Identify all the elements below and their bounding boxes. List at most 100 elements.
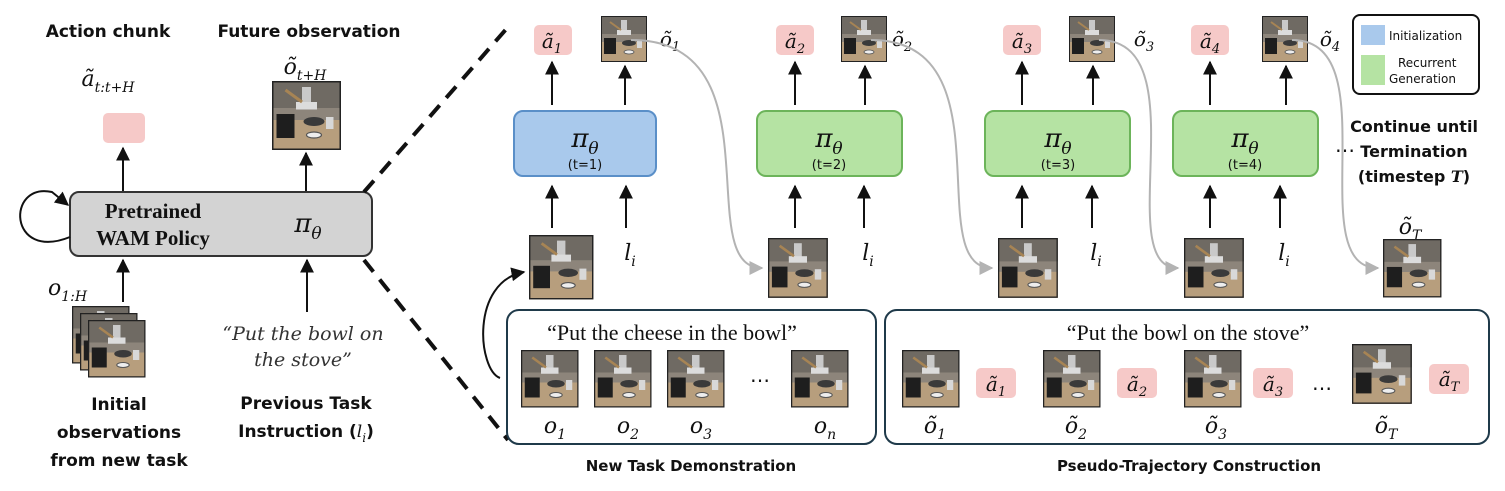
pseudo-obs-label-1: õ1 <box>924 414 946 443</box>
action-chunk-title: Action chunk <box>46 22 171 42</box>
step-4-input-image <box>1182 236 1246 300</box>
step-4-predicted-image <box>1261 15 1309 63</box>
legend-recurrent-line2: Generation <box>1389 72 1456 86</box>
step-1-policy-symbol: πθ <box>570 124 598 159</box>
action-chunk-chip <box>103 113 145 143</box>
step-1-input-image <box>527 233 595 301</box>
pseudo-action-label-1: ã1 <box>986 372 1006 400</box>
step-3-policy-symbol: πθ <box>1043 124 1071 159</box>
step-1-policy-box <box>513 110 657 177</box>
policy-symbol: πθ <box>293 209 321 244</box>
pseudo-frame-3 <box>1182 348 1243 409</box>
policy-name-line2: WAM Policy <box>96 226 210 250</box>
step-2-policy-symbol: πθ <box>814 124 842 159</box>
step-4-predicted-label: õ4 <box>1320 27 1340 55</box>
initial-obs-caption-line3: from new task <box>50 451 188 471</box>
pseudo-trajectory-panel: “Put the bowl on the stove” ã1 õ1 ã2 õ2 … <box>884 309 1490 475</box>
step-2-policy-box <box>756 110 903 177</box>
demo-instruction: “Put the cheese in the bowl” <box>547 320 797 345</box>
termination-note: Continue until Termination (timestep T) … <box>1350 117 1478 299</box>
step-1-action-chip <box>534 25 572 55</box>
continue-line2: Termination <box>1360 142 1467 161</box>
pseudo-action-chip-T <box>1429 364 1469 394</box>
step-4-policy-box <box>1172 110 1319 177</box>
demo-dots: … <box>750 363 770 387</box>
legend-initialization-swatch <box>1361 25 1385 45</box>
future-observation-image <box>270 79 343 152</box>
step-3: ã3 õ3 πθ (t=3) li <box>984 15 1154 300</box>
step-3-action-label: ã3 <box>1012 29 1032 57</box>
step-3-predicted-label: õ3 <box>1134 27 1154 55</box>
demo-frame-n-label: on <box>814 414 836 443</box>
step-1-predicted-image <box>600 15 648 63</box>
demo-frame-2 <box>592 348 653 409</box>
step-4-timestep: (t=4) <box>1228 158 1262 173</box>
step-4-policy-symbol: πθ <box>1230 124 1258 159</box>
pseudo-instruction: “Put the bowl on the stove” <box>1067 320 1310 345</box>
legend: Initialization Recurrent Generation <box>1352 14 1480 95</box>
step-3-policy-box <box>984 110 1131 177</box>
step-2-predicted-label: õ2 <box>892 27 912 55</box>
demo-feedback-arrow <box>482 267 526 379</box>
step-4: ã4 õ4 πθ (t=4) li <box>1172 15 1340 300</box>
zoom-line-bottom <box>362 258 510 442</box>
continue-line1: Continue until <box>1350 117 1478 136</box>
recurrent-arrow-4-final <box>1291 39 1380 275</box>
initial-obs-caption-line2: observations <box>57 423 181 443</box>
step-4-action-chip <box>1191 25 1229 55</box>
pseudo-action-label-T: ãT <box>1439 367 1461 395</box>
legend-recurrent-line1: Recurrent <box>1398 56 1457 70</box>
demo-frame-3 <box>665 348 726 409</box>
step-4-instruction-label: li <box>1278 241 1290 270</box>
step-3-input-image <box>996 236 1060 300</box>
pseudo-obs-label-3: õ3 <box>1205 414 1227 443</box>
demo-panel-label: New Task Demonstration <box>586 457 797 475</box>
recurrent-arrow-1-2 <box>630 39 764 275</box>
step-1-instruction-label: li <box>624 241 636 270</box>
pseudo-action-label-3: ã3 <box>1263 372 1283 400</box>
demo-frame-2-label: o2 <box>617 414 639 443</box>
step-2-instruction-label: li <box>862 241 874 270</box>
step-1: ã1 õ1 πθ (t=1) li <box>513 15 680 301</box>
step-2-timestep: (t=2) <box>812 158 846 173</box>
recurrent-steps: ã1 õ1 πθ (t=1) li ã2 õ2 πθ (t=2) <box>513 15 1380 301</box>
step-1-action-label: ã1 <box>542 29 562 57</box>
final-observation-image <box>1381 237 1443 299</box>
step-3-action-chip <box>1003 25 1041 55</box>
step-3-instruction-label: li <box>1090 241 1102 270</box>
new-task-demonstration-panel: “Put the cheese in the bowl” … o1 o2 o3 … <box>482 267 877 475</box>
recurrent-arrow-2-3 <box>870 39 994 275</box>
policy-name-line1: Pretrained <box>105 199 202 223</box>
future-observation-title: Future observation <box>217 22 400 42</box>
future-observation-label: õt+H <box>284 55 328 84</box>
step-2-predicted-image <box>840 15 888 63</box>
demo-frame-n <box>789 348 850 409</box>
pseudo-frame-1 <box>900 348 961 409</box>
initial-observations-stack <box>70 304 147 379</box>
step-1-timestep: (t=1) <box>568 158 602 173</box>
pseudo-obs-label-T: õT <box>1375 414 1399 443</box>
pretrained-wam-policy-box <box>69 191 373 257</box>
pseudo-panel-label: Pseudo-Trajectory Construction <box>1057 457 1321 475</box>
legend-initialization-label: Initialization <box>1389 29 1462 43</box>
step-3-predicted-image <box>1068 15 1116 63</box>
action-chunk-label: ãt:t+H <box>81 67 135 96</box>
pseudo-action-chip-1 <box>976 368 1016 398</box>
previous-task-caption-line2: Instruction (li) <box>238 422 374 445</box>
initial-obs-caption-line1: Initial <box>91 395 147 415</box>
step-2-input-image <box>766 236 830 300</box>
step-2-action-chip <box>776 25 814 55</box>
continue-line3: (timestep T) <box>1358 167 1470 186</box>
instruction-quote-line2: the stove” <box>254 349 352 371</box>
self-loop-arrow <box>19 190 71 243</box>
pseudo-action-chip-2 <box>1117 368 1157 398</box>
zoom-line-top <box>362 25 510 194</box>
previous-task-caption-line1: Previous Task <box>240 394 372 414</box>
pseudo-action-label-2: ã2 <box>1127 372 1147 400</box>
step-3-timestep: (t=3) <box>1041 158 1075 173</box>
demo-frame-1-label: o1 <box>544 414 566 443</box>
pseudo-frame-T <box>1350 342 1414 406</box>
recurrent-arrow-3-4 <box>1098 39 1180 275</box>
pseudo-dots: … <box>1312 371 1332 395</box>
steps-continuation-dots: … <box>1335 133 1355 157</box>
